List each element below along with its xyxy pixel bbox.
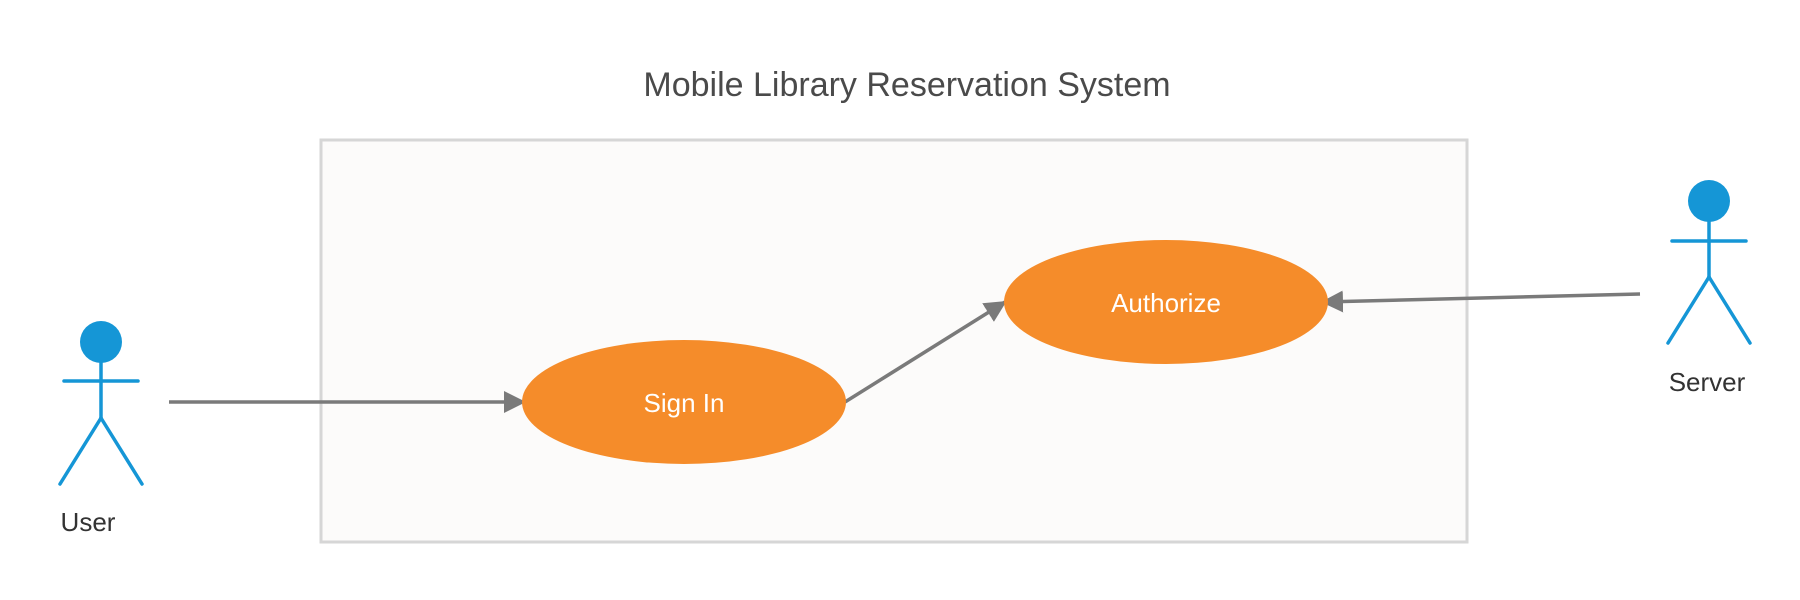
connector-signin-authorize	[844, 300, 1007, 404]
actor-server[interactable]: Server	[1666, 180, 1752, 397]
use-case-authorize[interactable]: Authorize	[1004, 240, 1328, 364]
connector-server-authorize	[1321, 290, 1641, 313]
actor-user-figure-icon	[58, 321, 144, 486]
system-boundary	[319, 138, 1469, 544]
use-case-sign-in-label: Sign In	[644, 388, 725, 418]
actor-server-figure-icon	[1666, 180, 1752, 345]
use-case-sign-in[interactable]: Sign In	[522, 340, 846, 464]
actor-user[interactable]: User	[58, 321, 144, 537]
use-case-authorize-shape	[1004, 240, 1328, 364]
use-case-authorize-label: Authorize	[1111, 288, 1221, 318]
diagram-title: Mobile Library Reservation System	[643, 66, 1170, 104]
actor-user-label: User	[61, 507, 116, 537]
actor-server-label: Server	[1669, 367, 1746, 397]
use-case-sign-in-shape	[522, 340, 846, 464]
